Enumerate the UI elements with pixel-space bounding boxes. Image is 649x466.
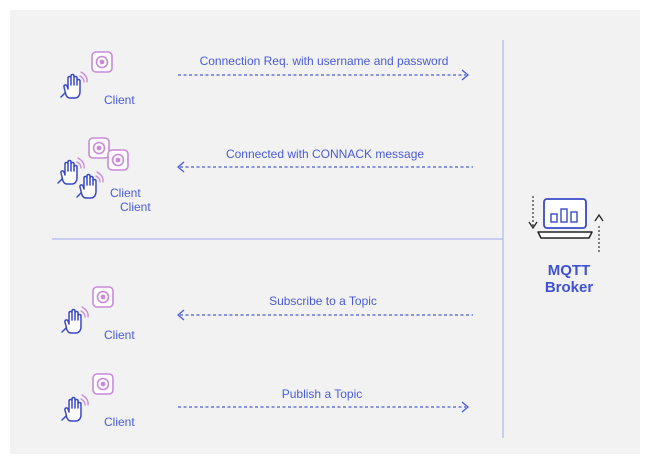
message-label: Publish a Topic — [281, 387, 363, 401]
arrow-connection-request — [178, 69, 470, 81]
diagram-panel — [10, 10, 640, 454]
client-device-group-1 — [60, 51, 113, 99]
device-chip-icon — [88, 137, 110, 159]
client-device-group-4 — [61, 373, 114, 422]
hand-tap-icon — [57, 157, 85, 185]
message-label: Connected with CONNACK message — [225, 147, 425, 161]
laptop-chart-icon — [528, 196, 604, 253]
client-label: Client — [104, 93, 135, 107]
device-chip-icon — [91, 51, 113, 73]
client-label: Client — [104, 415, 135, 429]
hand-tap-icon — [76, 171, 104, 199]
device-chip-icon — [92, 286, 114, 308]
device-chip-icon — [92, 373, 114, 395]
message-label: Subscribe to a Topic — [269, 294, 377, 308]
message-label: Connection Req. with username and passwo… — [199, 54, 449, 68]
hand-tap-icon — [61, 306, 89, 334]
device-chip-icon — [107, 149, 129, 171]
hand-tap-icon — [61, 394, 89, 422]
arrow-publish — [178, 401, 470, 413]
client-label: Client — [110, 186, 141, 200]
client-label: Client — [120, 200, 151, 214]
arrow-subscribe — [176, 309, 473, 321]
client-label: Client — [104, 328, 135, 342]
client-device-group-3 — [61, 286, 114, 334]
broker-title: MQTT Broker — [544, 262, 594, 296]
hand-tap-icon — [60, 71, 88, 99]
arrow-connack — [176, 161, 473, 173]
